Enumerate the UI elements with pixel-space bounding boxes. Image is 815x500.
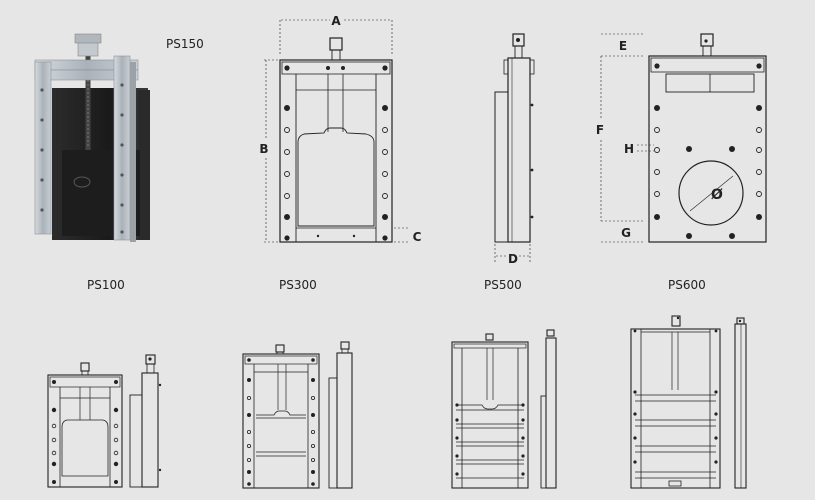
side-view-bolts (516, 38, 534, 219)
model-label-ps300: PS300 (279, 278, 317, 292)
dimension-e-label: E (619, 39, 627, 53)
ps600-side-bolts (738, 319, 742, 323)
circular-gate-view-dimensioned (600, 33, 767, 243)
ps100-front-view (47, 362, 123, 488)
ps500-front-bolts (455, 403, 525, 476)
dimension-g-label: G (621, 226, 631, 240)
front-view-holes (284, 127, 388, 199)
ps300-front-view (242, 344, 320, 489)
ps600-front-view (630, 315, 721, 489)
side-view-dimensioned (494, 33, 535, 262)
model-label-ps600: PS600 (668, 278, 706, 292)
front-view-dimensioned (264, 19, 408, 243)
dimension-h-label: H (624, 142, 634, 156)
ps600-side-view (734, 317, 747, 489)
ps300-side-view (328, 341, 353, 489)
circular-gate-view-holes (654, 127, 762, 197)
model-label-ps150: PS150 (166, 37, 204, 51)
model-label-ps500: PS500 (484, 278, 522, 292)
ps100-front-bolts (51, 380, 119, 484)
dimension-c-label: C (413, 230, 422, 244)
model-label-ps100: PS100 (87, 278, 125, 292)
ps100-front-holes (51, 423, 119, 456)
dimension-f-label: F (596, 123, 604, 137)
ps300-front-holes (246, 395, 315, 462)
circular-gate-view-bolts (654, 39, 762, 239)
ps300-front-bolts (247, 358, 315, 486)
gate-photo (34, 33, 150, 242)
dimension-b-label: B (259, 142, 268, 156)
dimension-d-label: D (508, 252, 518, 266)
dimension-diameter-label: Ø (711, 187, 723, 203)
ps100-side-view (129, 354, 159, 488)
ps500-front-view (451, 333, 529, 489)
ps500-side-view (540, 329, 557, 489)
dimension-a-label: A (331, 14, 341, 28)
ps600-front-bolts (633, 316, 718, 464)
ps100-side-bolts (148, 357, 162, 472)
front-view-bolts (284, 65, 388, 241)
